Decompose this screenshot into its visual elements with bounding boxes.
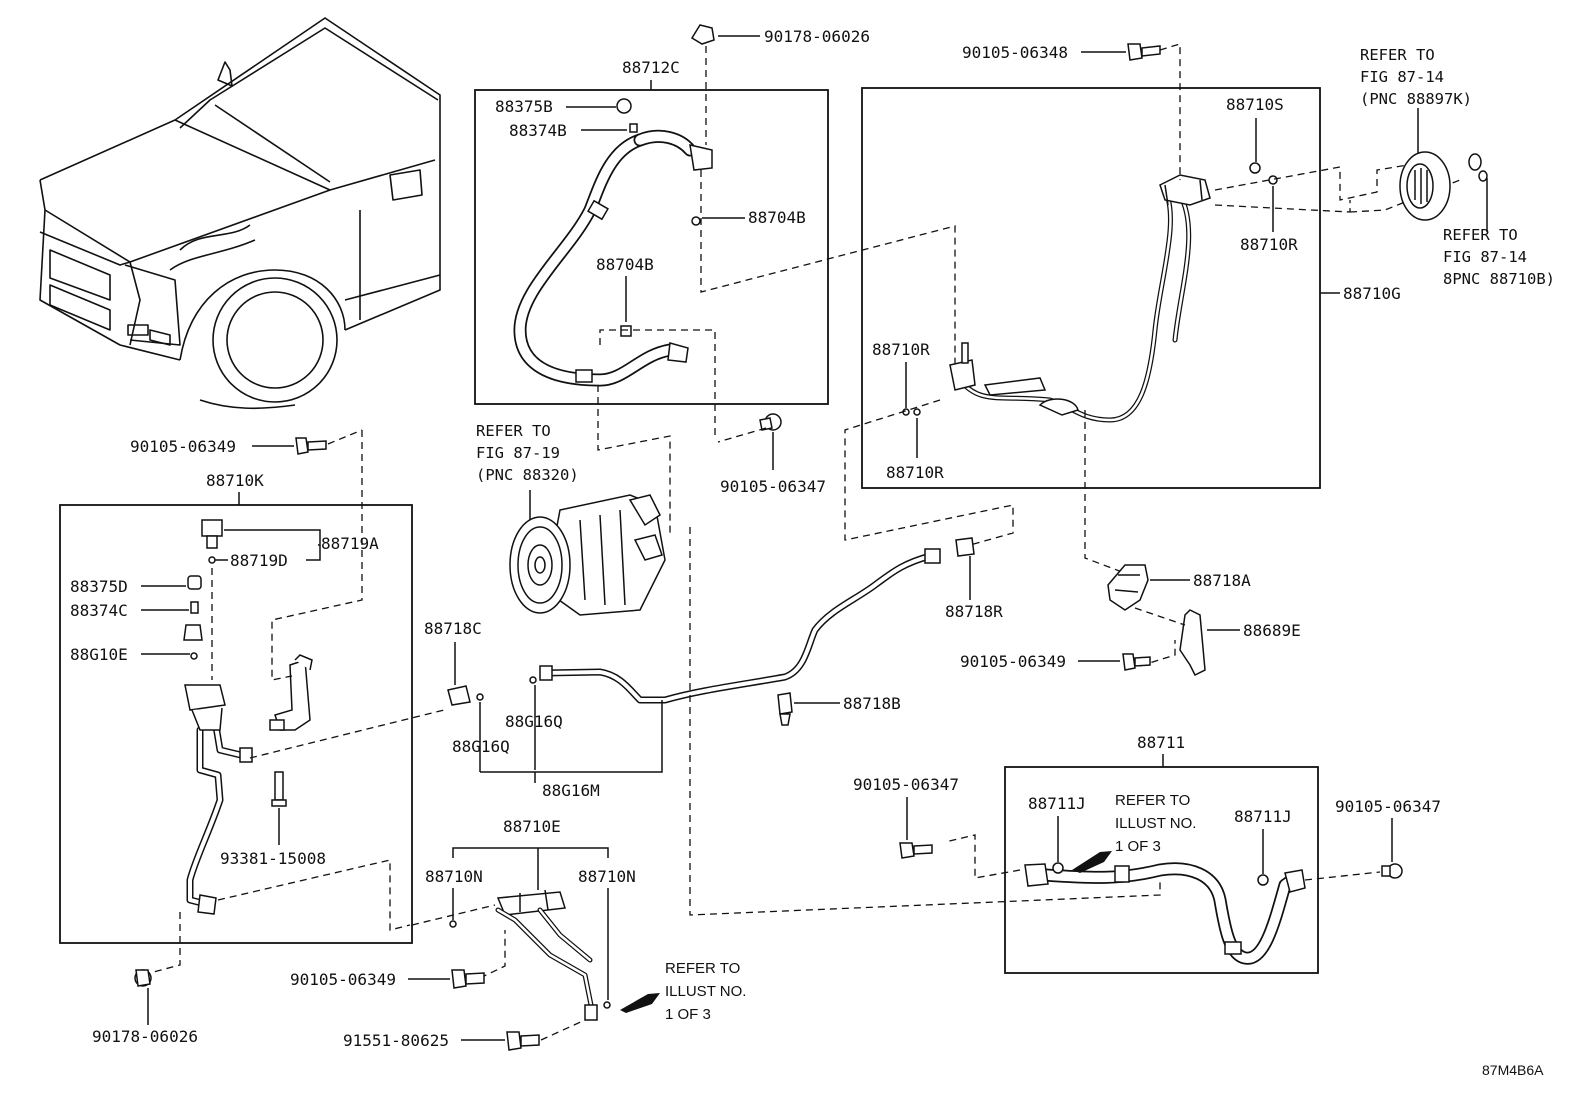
arrow-icon bbox=[620, 993, 660, 1013]
label-88710N-a: 88710N bbox=[425, 867, 483, 886]
label-88375B: 88375B bbox=[495, 97, 553, 116]
part-90105-06349-c: 90105-06349 bbox=[290, 969, 485, 989]
assembly-box-88711: 88711 88711J 88711J REFER TO ILLUST NO. … bbox=[944, 733, 1381, 974]
label-88719A: 88719A bbox=[321, 534, 379, 553]
label-88710R-a: 88710R bbox=[1240, 235, 1298, 254]
label-90105-06347-c: 90105-06347 bbox=[1335, 797, 1441, 816]
label-88711: 88711 bbox=[1137, 733, 1185, 752]
label-88704B-b: 88704B bbox=[596, 255, 654, 274]
label-88G10E: 88G10E bbox=[70, 645, 128, 664]
note-illust-b-line3: 1 OF 3 bbox=[665, 1006, 711, 1023]
label-88710G: 88710G bbox=[1343, 284, 1401, 303]
note-fig-87-14-a-line1: REFER TO bbox=[1360, 46, 1435, 64]
part-90178-06026-top: 90178-06026 bbox=[690, 24, 870, 145]
label-88704B-a: 88704B bbox=[748, 208, 806, 227]
note-fig-87-19-line3: (PNC 88320) bbox=[476, 466, 579, 484]
label-88374B: 88374B bbox=[509, 121, 567, 140]
arrow-icon bbox=[1072, 851, 1112, 873]
label-88G16M: 88G16M bbox=[542, 781, 600, 800]
note-fig-87-14-b-line1: REFER TO bbox=[1443, 226, 1518, 244]
label-88711J-b: 88711J bbox=[1234, 807, 1292, 826]
vehicle-illustration bbox=[39, 17, 441, 410]
clamps-88718A-88689E: 88718A 88689E 90105-06349 bbox=[960, 564, 1301, 677]
label-90105-06349-b: 90105-06349 bbox=[960, 652, 1066, 671]
label-91551-80625: 91551-80625 bbox=[343, 1031, 449, 1050]
label-88712C: 88712C bbox=[622, 58, 680, 77]
assembly-88G16M: 88718C 88G16Q 88G16Q 88G16M 88718R 88718… bbox=[424, 527, 1161, 916]
label-88710R-c: 88710R bbox=[886, 463, 944, 482]
part-91551-80625: 91551-80625 bbox=[343, 1019, 586, 1051]
label-88689E: 88689E bbox=[1243, 621, 1301, 640]
label-90105-06348: 90105-06348 bbox=[962, 43, 1068, 62]
assembly-88710E: 88710E 88710N 88710N REFER TO ILLUST NO.… bbox=[411, 817, 746, 1023]
label-90178-06026-bottom: 90178-06026 bbox=[92, 1027, 198, 1046]
label-88719D: 88719D bbox=[230, 551, 288, 570]
assembly-box-88710G: 88710G 88710S 88710R 88710R 88710R bbox=[844, 87, 1461, 576]
label-88711J-a: 88711J bbox=[1028, 794, 1086, 813]
label-88710N-b: 88710N bbox=[578, 867, 636, 886]
note-fig-87-19-line1: REFER TO bbox=[476, 422, 551, 440]
part-90105-06347-a: 90105-06347 bbox=[717, 413, 826, 496]
note-illust-b-line1: REFER TO bbox=[665, 960, 740, 977]
part-90105-06348: 90105-06348 bbox=[962, 43, 1181, 180]
label-88710S: 88710S bbox=[1226, 95, 1284, 114]
part-90178-06026-bottom: 90178-06026 bbox=[92, 969, 198, 1046]
label-90105-06349-a: 90105-06349 bbox=[130, 437, 236, 456]
note-fig-87-14-b-line2: FIG 87-14 bbox=[1443, 248, 1527, 266]
assembly-box-88710K: 88710K 88719A 88719D 88375D 88374C 88G10… bbox=[59, 430, 445, 976]
label-88718A: 88718A bbox=[1193, 571, 1251, 590]
label-90105-06347-a: 90105-06347 bbox=[720, 477, 826, 496]
label-88718B: 88718B bbox=[843, 694, 901, 713]
note-fig-87-14-b-line3: 8PNC 88710B) bbox=[1443, 270, 1555, 288]
label-88710R-b: 88710R bbox=[872, 340, 930, 359]
label-90105-06347-b: 90105-06347 bbox=[853, 775, 959, 794]
label-90178-06026-top: 90178-06026 bbox=[764, 27, 870, 46]
label-88G16Q-b: 88G16Q bbox=[452, 737, 510, 756]
part-90105-06347-b: 90105-06347 bbox=[853, 775, 959, 859]
note-illust-a-line1: REFER TO bbox=[1115, 792, 1190, 809]
label-88374C: 88374C bbox=[70, 601, 128, 620]
note-fig-87-19-line2: FIG 87-19 bbox=[476, 444, 560, 462]
label-90105-06349-c: 90105-06349 bbox=[290, 970, 396, 989]
label-88375D: 88375D bbox=[70, 577, 128, 596]
label-93381-15008: 93381-15008 bbox=[220, 849, 326, 868]
assembly-box-88712C: 88712C 88375B 88374B 88704B 88704B bbox=[474, 58, 956, 535]
compressor-illustration: REFER TO FIG 87-19 (PNC 88320) bbox=[476, 422, 666, 616]
diagram-id: 87M4B6A bbox=[1482, 1062, 1544, 1078]
label-88G16Q-a: 88G16Q bbox=[505, 712, 563, 731]
note-illust-a-line2: ILLUST NO. bbox=[1115, 815, 1196, 832]
note-illust-b-line2: ILLUST NO. bbox=[665, 983, 746, 1000]
note-fig-87-14-a-line2: FIG 87-14 bbox=[1360, 68, 1444, 86]
part-90105-06349-a: 90105-06349 bbox=[130, 429, 363, 456]
note-illust-a-line3: 1 OF 3 bbox=[1115, 838, 1161, 855]
note-fig-87-14-a-line3: (PNC 88897K) bbox=[1360, 90, 1472, 108]
label-88710E: 88710E bbox=[503, 817, 561, 836]
label-88718C: 88718C bbox=[424, 619, 482, 638]
label-88710K: 88710K bbox=[206, 471, 264, 490]
part-90105-06347-c: 90105-06347 bbox=[1335, 797, 1441, 879]
seal-plate-88897K: REFER TO FIG 87-14 (PNC 88897K) REFER TO… bbox=[1360, 46, 1555, 288]
label-88718R: 88718R bbox=[945, 602, 1003, 621]
